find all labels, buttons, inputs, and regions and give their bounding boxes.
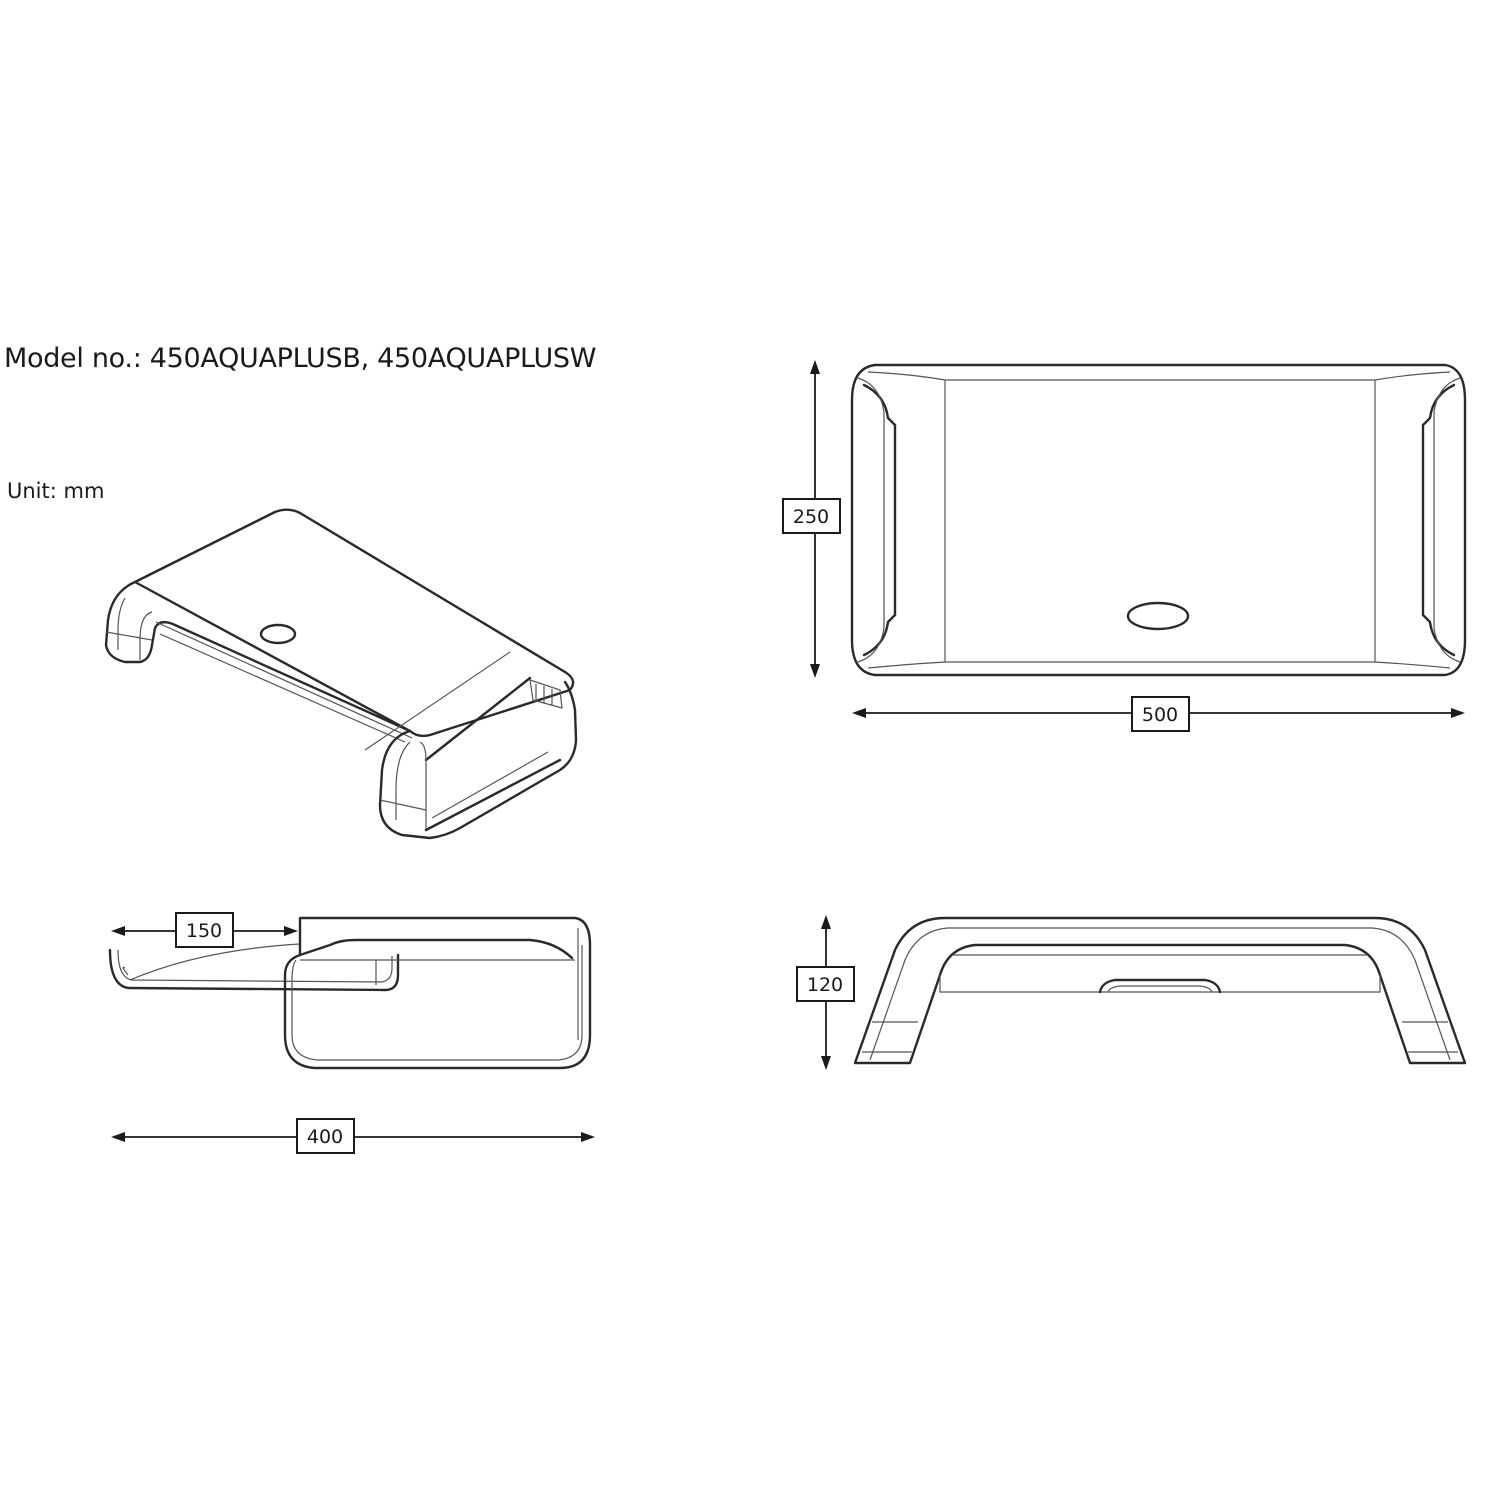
dimension-depth: 250 <box>782 360 841 678</box>
dimension-overhang-label: 150 <box>186 920 222 942</box>
dimension-width: 500 <box>852 696 1465 732</box>
dimension-width-label: 500 <box>1142 704 1178 726</box>
dimension-depth-label: 250 <box>793 506 829 528</box>
unit-label: Unit: mm <box>7 479 105 503</box>
front-view <box>853 916 1467 1065</box>
isometric-view <box>104 508 578 840</box>
dimension-height-label: 120 <box>807 974 843 996</box>
side-view <box>108 916 592 1070</box>
dimension-overhang: 150 <box>111 912 298 948</box>
dimension-side-depth-label: 400 <box>307 1126 343 1148</box>
dimension-height: 120 <box>796 915 855 1070</box>
top-view <box>850 363 1467 677</box>
model-title: Model no.: 450AQUAPLUSB, 450AQUAPLUSW <box>4 343 597 374</box>
dimension-side-depth: 400 <box>111 1118 595 1154</box>
